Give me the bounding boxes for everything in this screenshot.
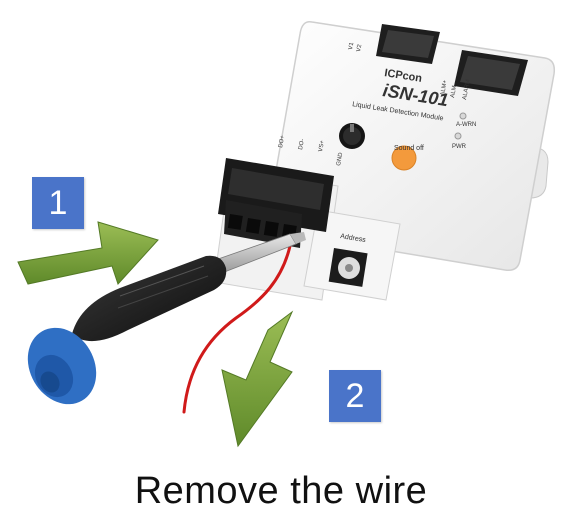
caption-text: Remove the wire <box>134 470 428 512</box>
svg-text:DO-: DO- <box>298 138 306 150</box>
push-arrow <box>17 221 159 285</box>
sound-off-button <box>391 145 417 171</box>
terminal-block <box>218 158 334 248</box>
sound-off-label: Sound off <box>394 145 424 152</box>
pwr-led-label: PWR <box>452 144 467 150</box>
top-connector-left <box>376 24 440 64</box>
step-2-badge: 2 <box>329 370 381 422</box>
svg-text:ALARM: ALARM <box>462 79 471 100</box>
top-connector-right <box>454 50 528 96</box>
svg-text:V1: V1 <box>348 41 355 50</box>
sensitivity-knob <box>339 123 365 149</box>
svg-text:VS+: VS+ <box>318 139 326 152</box>
svg-text:ALM-: ALM- <box>450 83 458 98</box>
address-label: Address <box>340 233 367 244</box>
step-1-badge: 1 <box>32 177 84 229</box>
screwdriver <box>27 232 306 405</box>
svg-text:DO+: DO+ <box>278 135 286 149</box>
svg-text:ALM+: ALM+ <box>440 79 449 96</box>
svg-text:GND: GND <box>336 152 344 167</box>
alarm-led-label: A-WRN <box>456 122 476 128</box>
pull-arrow <box>221 310 294 448</box>
address-rotary-switch <box>328 248 368 287</box>
terminal-slots <box>227 214 297 240</box>
pin-labels: V1 V2 ALM+ ALM- ALARM DO+ DO- VS+ GND <box>278 41 471 166</box>
red-wire <box>182 244 292 414</box>
status-leds <box>454 112 467 140</box>
brand-logo: ICPcon <box>384 67 424 85</box>
svg-text:V2: V2 <box>356 43 363 52</box>
